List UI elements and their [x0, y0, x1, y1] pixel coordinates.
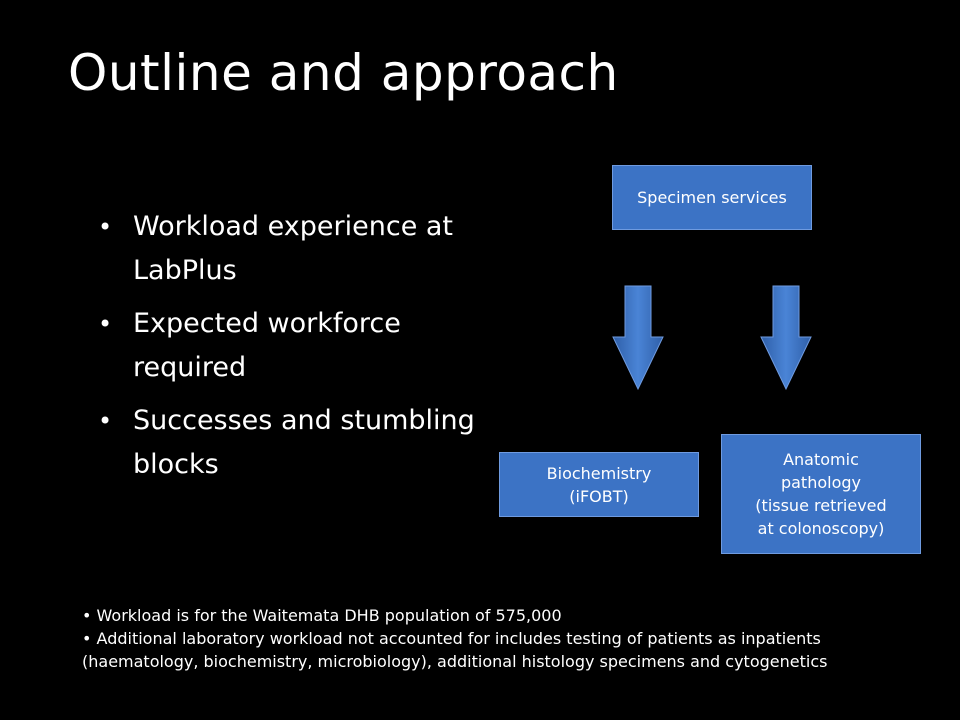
bullet-text: Expected workforce required	[133, 308, 401, 383]
bullet-item: • Expected workforce required	[98, 302, 478, 390]
bullet-text: Successes and stumbling blocks	[133, 405, 475, 480]
footnote-item: • Additional laboratory workload not acc…	[82, 629, 828, 671]
footnote-text: Workload is for the Waitemata DHB popula…	[96, 606, 562, 625]
specimen-services-box: Specimen services	[612, 165, 812, 230]
footnote-item: • Workload is for the Waitemata DHB popu…	[82, 606, 562, 625]
outline-list: • Workload experience at LabPlus • Expecte…	[98, 205, 478, 496]
down-arrow-left	[612, 285, 664, 391]
bullet-item: • Successes and stumbling blocks	[98, 399, 478, 487]
bullet-text: Workload experience at LabPlus	[133, 211, 454, 286]
down-arrow-right	[760, 285, 812, 391]
bullet-dot: •	[98, 310, 113, 338]
bullet-dot: •	[98, 213, 113, 241]
biochemistry-box: Biochemistry (iFOBT)	[499, 452, 699, 517]
bullet-dot: •	[98, 407, 113, 435]
footnote-text: Additional laboratory workload not accou…	[82, 629, 828, 671]
footnotes: • Workload is for the Waitemata DHB popu…	[82, 604, 927, 673]
page-title: Outline and approach	[68, 44, 619, 102]
anatomic-pathology-box: Anatomic pathology (tissue retrieved at …	[721, 434, 921, 554]
bullet-item: • Workload experience at LabPlus	[98, 205, 478, 293]
